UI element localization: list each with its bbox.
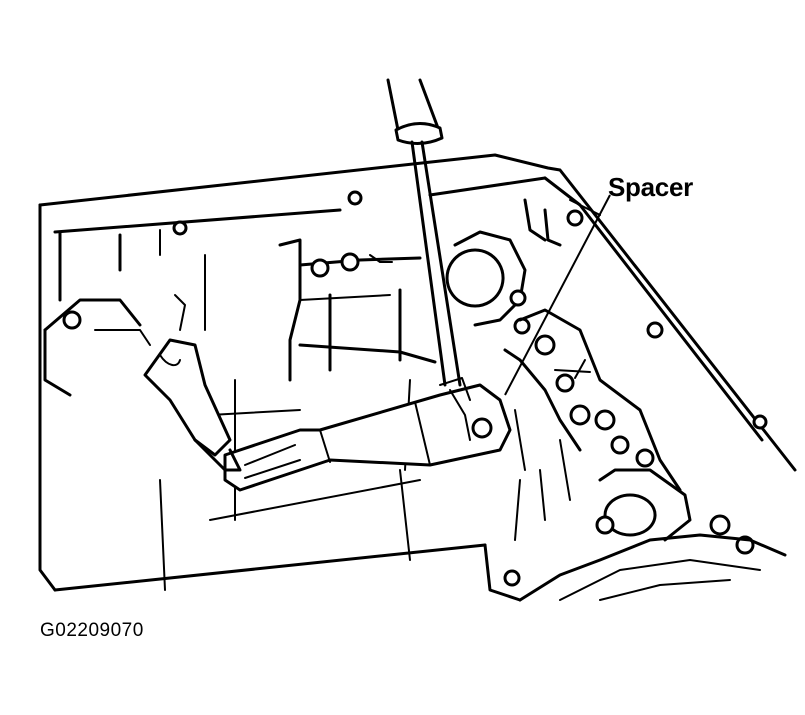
removal-tool-icon — [143, 294, 242, 472]
spacer-callout-label: Spacer — [608, 172, 693, 202]
figure-id-label: G02209070 — [40, 620, 144, 641]
spacer-plate-icon — [223, 383, 512, 492]
transmission-case-icon — [38, 153, 797, 602]
callout-leader — [504, 194, 611, 396]
screwdriver-icon — [386, 78, 471, 401]
